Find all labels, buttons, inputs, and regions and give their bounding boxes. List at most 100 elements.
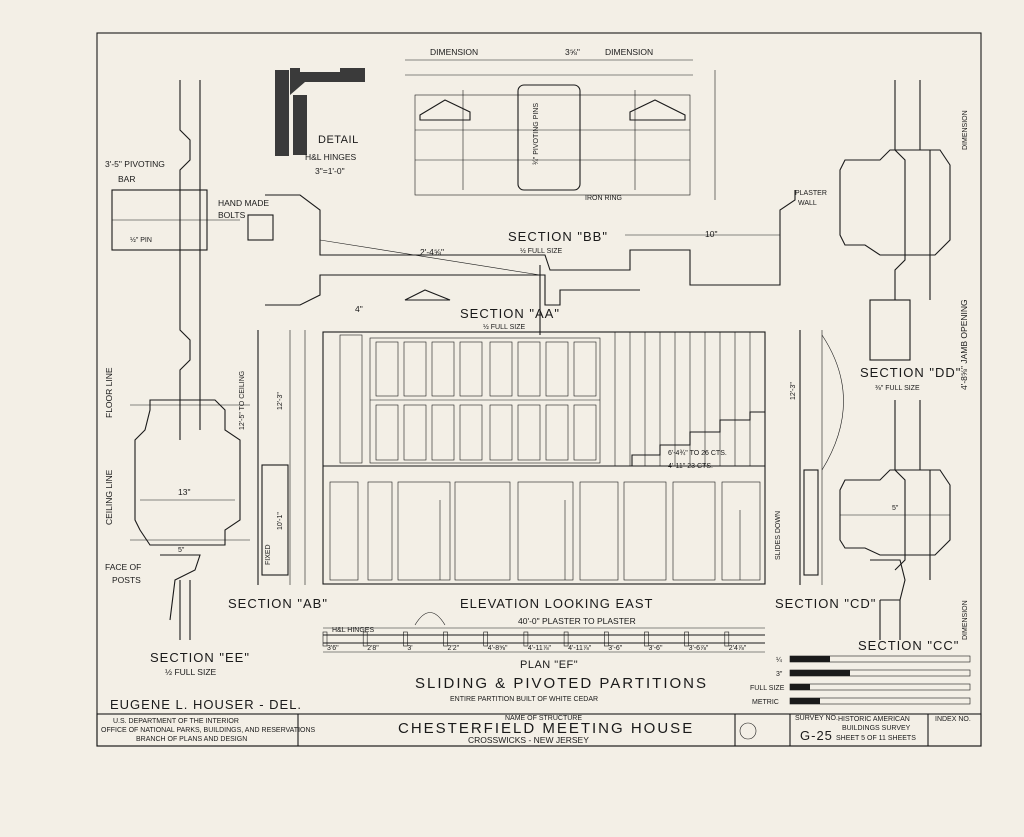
plan-dim-7: 3'-6" xyxy=(608,645,622,652)
dimension-label-right: DIMENSION xyxy=(605,47,653,57)
floor-line-label: FLOOR LINE xyxy=(104,367,114,418)
dim-10-1-left: 10'-1" xyxy=(277,512,284,530)
pivoting-pins-label: ¾" PIVOTING PINS xyxy=(533,103,540,165)
hand-made-label: HAND MADE xyxy=(218,198,269,208)
dim-12-3-left: 12'-3" xyxy=(277,392,284,410)
graphic-scales: ¼ 3" FULL SIZE METRIC xyxy=(750,655,971,706)
section-aa-drawing: 2'-4⅝" 4" 10" PLASTER WALL SECTION "BB" … xyxy=(247,190,827,335)
pivot-bar-label-2: BAR xyxy=(118,174,135,184)
structure-name: CHESTERFIELD MEETING HOUSE xyxy=(398,720,694,737)
dimension-label-mid: 3⅝" xyxy=(565,47,580,57)
dimension-label-left: DIMENSION xyxy=(430,47,478,57)
habs-line-1: HISTORIC AMERICAN xyxy=(838,716,910,723)
plan-dim-2: 3' xyxy=(407,645,412,652)
section-cd-drawing: 12'-3" SLIDES DOWN SECTION "CD" xyxy=(775,330,876,611)
pivot-bar-column: 3'-5" PIVOTING BAR HAND MADE BOLTS ½" PI… xyxy=(105,80,269,440)
detail-title: DETAIL xyxy=(318,134,359,146)
scale-row1-label: ¼ xyxy=(776,657,782,664)
face-of-posts-2: POSTS xyxy=(112,575,141,585)
section-cc-drawing: 5" SECTION "CC" DIMENSION xyxy=(839,400,969,653)
section-ab-drawing: 12'-5" TO CEILING 12'-3" 10'-1" FIXED SE… xyxy=(228,330,328,611)
plan-post-5 xyxy=(523,631,529,647)
plan-post-1 xyxy=(362,631,368,647)
fixed-label-left: FIXED xyxy=(265,544,272,565)
elevation-title: ELEVATION LOOKING EAST xyxy=(460,596,653,611)
plan-post-3 xyxy=(443,631,448,647)
detail-sub1: H&L HINGES xyxy=(305,152,357,162)
tread-label-2: 4'-11" 23 CTS. xyxy=(668,463,713,470)
section-dd-scale: ⅜" FULL SIZE xyxy=(875,385,920,392)
section-aa-title: SECTION "AA" xyxy=(460,306,560,321)
detail-sub2: 3"=1'-0" xyxy=(315,166,345,176)
pin-label: ½" PIN xyxy=(130,236,152,244)
plaster-to-plaster-label: 40'-0" PLASTER TO PLASTER xyxy=(518,616,636,626)
survey-number: G-25 xyxy=(800,728,833,743)
plan-dim-0: 3'6" xyxy=(327,645,339,652)
face-of-posts-1: FACE OF xyxy=(105,562,141,572)
plan-post-9 xyxy=(684,631,689,647)
title-block: U.S. DEPARTMENT OF THE INTERIOR OFFICE O… xyxy=(96,713,982,747)
section-bb-title: SECTION "BB" xyxy=(508,229,608,244)
section-dd-title: SECTION "DD" xyxy=(860,365,961,380)
section-dd-drawing: SECTION "DD" ⅜" FULL SIZE DIMENSION 4'-8… xyxy=(839,80,969,392)
section-ee-title: SECTION "EE" xyxy=(150,650,250,665)
delineator-label: EUGENE L. HOUSER - DEL. xyxy=(110,697,302,712)
section-cc-title: SECTION "CC" xyxy=(858,638,959,653)
sliding-partitions-sub: ENTIRE PARTITION BUILT OF WHITE CEDAR xyxy=(450,696,598,703)
iron-ring-label: IRON RING xyxy=(585,195,622,202)
plan-post-0 xyxy=(322,631,328,647)
survey-no-label: SURVEY NO. xyxy=(795,715,838,722)
dimension-right-bottom: DIMENSION xyxy=(962,600,969,640)
agency-line-2: OFFICE OF NATIONAL PARKS, BUILDINGS, AND… xyxy=(101,727,316,734)
dim-4: 4" xyxy=(355,304,363,314)
hl-hinges-plan-label: H&L HINGES xyxy=(332,627,374,634)
structure-location: CROSSWICKS - NEW JERSEY xyxy=(468,735,589,745)
plan-dim-3: 2'2" xyxy=(448,645,460,652)
dimension-right-top: DIMENSION xyxy=(962,110,969,150)
section-ab-title: SECTION "AB" xyxy=(228,596,328,611)
seal-icon xyxy=(739,722,757,740)
pivot-bar-label-1: 3'-5" PIVOTING xyxy=(105,159,165,169)
plan-dimension-row: 3'6" 2'8" 3' 2'2" 4'-8⅝" 4'-11⅞" 4'-11⅞" 3'-6" 3… xyxy=(322,631,747,652)
name-of-structure-label: NAME OF STRUCTURE xyxy=(505,715,582,722)
agency-line-3: BRANCH OF PLANS AND DESIGN xyxy=(136,736,247,743)
habs-line-2: BUILDINGS SURVEY xyxy=(842,725,911,732)
dim-12-3-right: 12'-3" xyxy=(790,382,797,400)
plan-post-2 xyxy=(403,631,408,647)
plan-dim-6: 4'-11⅞" xyxy=(568,645,592,652)
to-ceiling-label: 12'-5" TO CEILING xyxy=(239,371,246,430)
hl-hinge-detail: DETAIL H&L HINGES 3"=1'-0" xyxy=(275,68,365,176)
section-aa-scale: ½ FULL SIZE xyxy=(483,323,525,331)
plan-post-8 xyxy=(644,631,649,647)
plan-ef-drawing: 40'-0" PLASTER TO PLASTER H&L HINGES 3'6… xyxy=(322,612,765,671)
dim-10: 10" xyxy=(705,229,717,239)
plan-dim-9: 3'-6⅞" xyxy=(689,645,709,652)
agency-line-1: U.S. DEPARTMENT OF THE INTERIOR xyxy=(113,718,239,725)
plan-dim-1: 2'8" xyxy=(367,645,379,652)
ee-dim-13: 13" xyxy=(178,487,190,497)
plan-dim-10: 2'4⅞" xyxy=(729,645,747,652)
ceiling-line-label: CEILING LINE xyxy=(104,469,114,525)
section-cd-title: SECTION "CD" xyxy=(775,596,876,611)
elevation-drawing: 6'-4¾" TO 26 CTS. 4'-11" 23 CTS. ELEVATI… xyxy=(322,331,766,611)
bolts-label: BOLTS xyxy=(218,210,246,220)
cc-dim-5: 5" xyxy=(892,505,899,512)
sliding-partitions-title: SLIDING & PIVOTED PARTITIONS xyxy=(415,675,708,692)
plan-post-10 xyxy=(724,631,730,647)
section-bb-scale: ½ FULL SIZE xyxy=(520,247,562,255)
plan-post-7 xyxy=(603,631,609,647)
scale-row4-label: METRIC xyxy=(752,699,779,706)
section-ee-scale: ½ FULL SIZE xyxy=(165,667,217,677)
sheet-of-label: SHEET 5 OF 11 SHEETS xyxy=(836,735,916,742)
plan-dim-4: 4'-8⅝" xyxy=(488,645,508,652)
section-ee-drawing: 13" 5" FLOOR LINE CEILING LINE FACE OF P… xyxy=(104,367,250,677)
plan-dim-5: 4'-11⅞" xyxy=(528,645,552,652)
tread-label-1: 6'-4¾" TO 26 CTS. xyxy=(668,450,727,457)
ee-dim-5: 5" xyxy=(178,547,185,554)
jamb-opening-label: 4'-8⅝" JAMB OPENING xyxy=(959,299,969,390)
plan-dim-8: 3'-6" xyxy=(649,645,663,652)
plaster-wall-1: PLASTER xyxy=(795,190,827,197)
plaster-wall-2: WALL xyxy=(798,200,817,207)
